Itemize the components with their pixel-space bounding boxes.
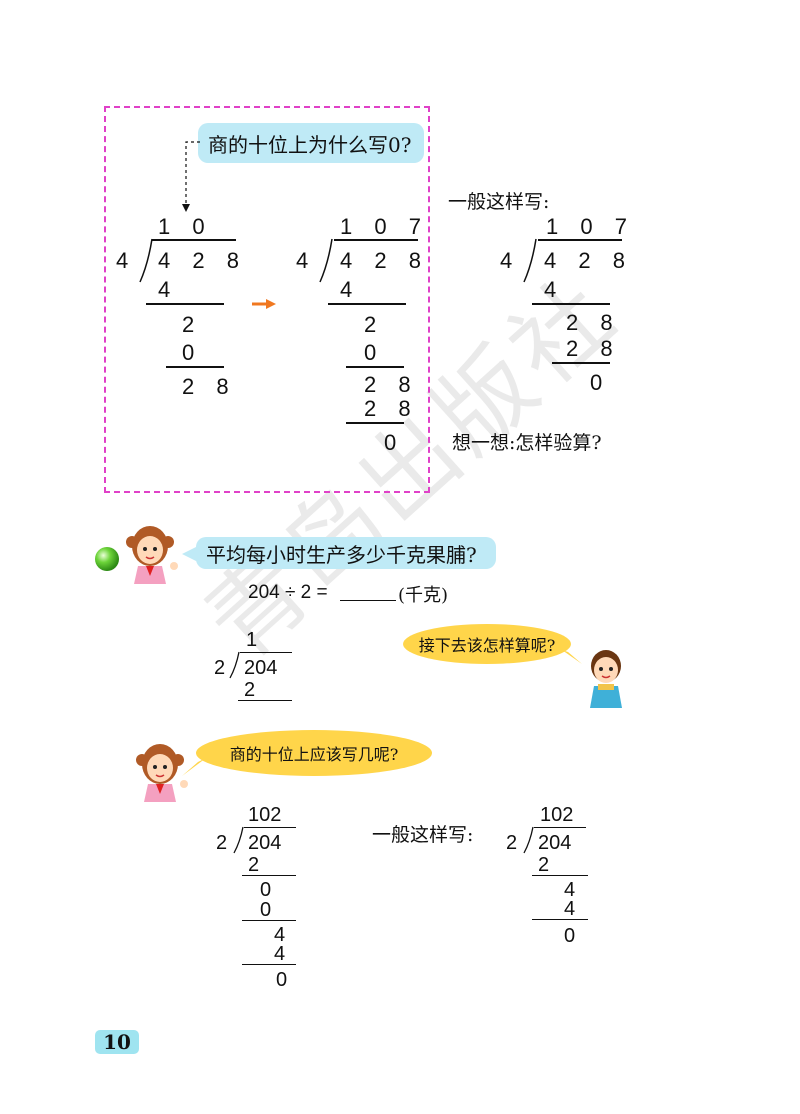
divisor: 4 bbox=[296, 248, 317, 273]
question-bubble-tens-zero: 商的十位上为什么写0? bbox=[198, 123, 424, 163]
rule-2 bbox=[166, 366, 224, 368]
final-remainder: 0 bbox=[564, 925, 576, 947]
girl-character-icon bbox=[136, 744, 188, 802]
dividend: 4 2 8 bbox=[544, 248, 633, 273]
bubble-tail bbox=[562, 650, 582, 664]
equation: 204 ÷ 2 = bbox=[248, 582, 328, 603]
orange-arrow-icon bbox=[252, 299, 276, 309]
question-text: 商的十位上为什么写0? bbox=[208, 132, 412, 157]
division-bracket bbox=[319, 238, 333, 283]
question-text: 平均每小时生产多少千克果脯? bbox=[206, 542, 477, 567]
dashed-pointer-arrow bbox=[182, 141, 200, 212]
unit-label: (千克) bbox=[398, 585, 449, 606]
remainder-1: 2 8 bbox=[566, 310, 621, 335]
page-number: 10 bbox=[95, 1030, 139, 1054]
subtract-line-1: 4 bbox=[158, 277, 179, 302]
remainder-1: 0 bbox=[260, 879, 272, 901]
subtract-line-1: 4 bbox=[340, 277, 361, 302]
final-remainder: 0 bbox=[384, 430, 405, 455]
rule-1 bbox=[238, 700, 292, 702]
rule-1 bbox=[242, 875, 296, 877]
subtract-line-2: 4 bbox=[564, 898, 576, 920]
subtract-line-1: 2 bbox=[538, 854, 550, 876]
question-bubble-average: 平均每小时生产多少千克果脯? bbox=[196, 537, 496, 569]
bubble-tail bbox=[182, 546, 198, 562]
rule-1 bbox=[146, 303, 224, 305]
rule-1 bbox=[532, 875, 588, 877]
subtract-line-1: 4 bbox=[544, 277, 565, 302]
subtract-line-3: 4 bbox=[274, 943, 286, 965]
divisor: 4 bbox=[500, 248, 521, 273]
division-bracket bbox=[523, 238, 537, 283]
division-bar bbox=[334, 239, 418, 241]
divisor: 2 bbox=[216, 832, 228, 854]
divisor: 4 bbox=[116, 248, 137, 273]
subtract-line-3: 2 8 bbox=[364, 396, 419, 421]
remainder-1: 2 bbox=[364, 312, 385, 337]
quotient: 102 bbox=[540, 804, 574, 826]
bubble-tail bbox=[182, 758, 206, 776]
rule-2 bbox=[242, 920, 296, 922]
subtract-line-1: 2 bbox=[244, 679, 256, 701]
dividend: 4 2 8 bbox=[158, 248, 247, 273]
division-bar bbox=[534, 827, 586, 829]
divisor: 2 bbox=[214, 657, 226, 679]
rule-2 bbox=[532, 919, 588, 921]
subtract-line-2: 0 bbox=[260, 899, 272, 921]
remainder-1: 2 bbox=[182, 312, 203, 337]
rule-3 bbox=[346, 422, 404, 424]
dividend: 204 bbox=[244, 657, 278, 679]
question-text: 商的十位上应该写几呢? bbox=[229, 745, 399, 764]
think-prompt: 想一想:怎样验算? bbox=[452, 432, 602, 454]
boy-question-text: 接下去该怎样算呢? bbox=[418, 636, 556, 655]
rule-1 bbox=[328, 303, 406, 305]
quotient: 1 bbox=[246, 629, 258, 651]
girl-speech-bubble: 商的十位上应该写几呢? bbox=[196, 730, 432, 776]
rule-2 bbox=[346, 366, 404, 368]
boy-character-icon bbox=[590, 650, 622, 708]
quotient: 102 bbox=[248, 804, 282, 826]
division-bracket bbox=[523, 826, 534, 854]
subtract-line-1: 2 bbox=[248, 854, 260, 876]
girl-character-icon bbox=[126, 526, 178, 584]
general-form-label: 一般这样写: bbox=[448, 191, 550, 213]
division-bar bbox=[240, 652, 292, 654]
dividend: 204 bbox=[538, 832, 572, 854]
final-remainder: 0 bbox=[276, 969, 288, 991]
quotient: 1 0 7 bbox=[546, 214, 635, 239]
green-ball-icon bbox=[95, 547, 119, 571]
dashed-example-box bbox=[104, 106, 430, 493]
division-bar bbox=[538, 239, 622, 241]
remainder-1: 4 bbox=[564, 879, 576, 901]
subtract-line-2: 2 8 bbox=[566, 336, 621, 361]
quotient: 1 0 7 bbox=[340, 214, 429, 239]
division-bracket bbox=[229, 651, 240, 679]
rule-2 bbox=[552, 362, 610, 364]
rule-3 bbox=[242, 964, 296, 966]
general-form-label: 一般这样写: bbox=[372, 824, 474, 846]
division-bar bbox=[244, 827, 296, 829]
remainder-2: 2 8 bbox=[364, 372, 419, 397]
division-bar bbox=[152, 239, 236, 241]
quotient: 1 0 bbox=[158, 214, 213, 239]
division-bracket bbox=[233, 826, 244, 854]
remainder-2: 4 bbox=[274, 924, 286, 946]
divisor: 2 bbox=[506, 832, 518, 854]
rule-1 bbox=[532, 303, 610, 305]
dividend: 4 2 8 bbox=[340, 248, 429, 273]
remainder-2: 2 8 bbox=[182, 374, 237, 399]
subtract-line-2: 0 bbox=[364, 340, 385, 365]
dividend: 204 bbox=[248, 832, 282, 854]
boy-speech-bubble: 接下去该怎样算呢? bbox=[403, 624, 571, 664]
answer-blank bbox=[340, 600, 396, 601]
final-remainder: 0 bbox=[590, 370, 611, 395]
subtract-line-2: 0 bbox=[182, 340, 203, 365]
division-bracket bbox=[139, 238, 153, 283]
